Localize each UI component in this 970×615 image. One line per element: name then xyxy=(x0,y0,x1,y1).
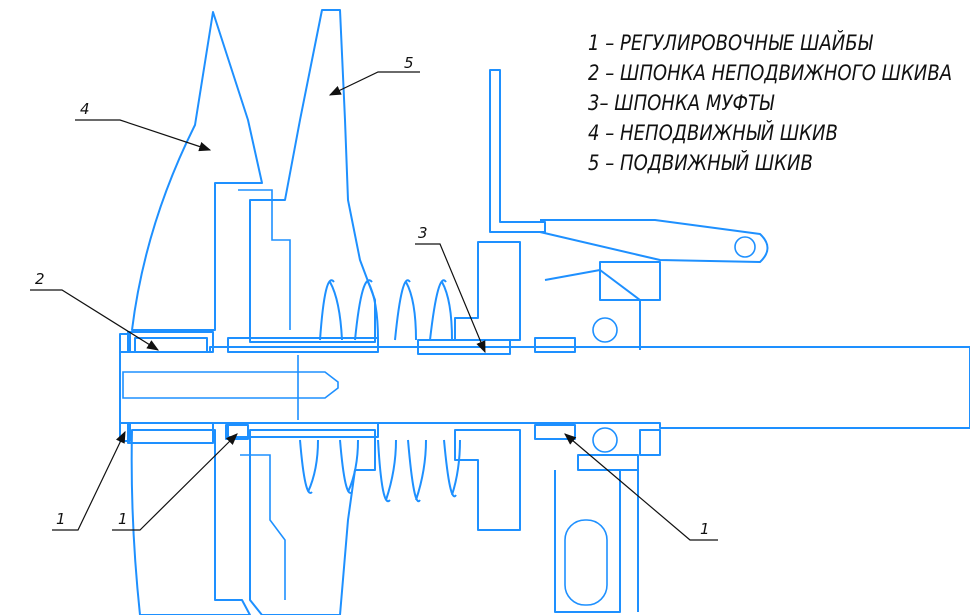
legend-item-movable-pulley: 5 – ПОДВИЖНЫЙ ШКИВ xyxy=(588,151,813,175)
callout-fixed-pulley: 4 xyxy=(80,100,90,118)
legend-item-fixed-pulley-key: 2 – ШПОНКА НЕПОДВИЖНОГО ШКИВА xyxy=(588,61,953,85)
fixed-pulley xyxy=(130,11,263,615)
legend-item-adjusting-shims: 1 – РЕГУЛИРОВОЧНЫЕ ШАЙБЫ xyxy=(588,31,873,55)
callout-shim-right: 1 xyxy=(700,520,710,538)
adjusting-shims xyxy=(119,333,576,442)
callout-shim-left-a: 1 xyxy=(56,510,66,528)
fixed-pulley-key xyxy=(134,337,208,353)
callout-fixed-pulley-key: 2 xyxy=(35,270,45,288)
hub-sleeve xyxy=(127,331,379,444)
leader-lines xyxy=(30,71,718,541)
legend: 1 – РЕГУЛИРОВОЧНЫЕ ШАЙБЫ 2 – ШПОНКА НЕПО… xyxy=(588,28,958,178)
clutch xyxy=(454,69,769,613)
callout-shim-left-b: 1 xyxy=(118,510,128,528)
legend-item-clutch-key: 3– ШПОНКА МУФТЫ xyxy=(588,91,774,115)
shaft xyxy=(119,346,970,429)
legend-item-fixed-pulley: 4 – НЕПОДВИЖНЫЙ ШКИВ xyxy=(588,121,838,145)
callout-movable-pulley: 5 xyxy=(404,54,414,72)
spring xyxy=(299,279,461,503)
callout-clutch-key: 3 xyxy=(418,224,428,242)
movable-pulley xyxy=(238,9,376,615)
